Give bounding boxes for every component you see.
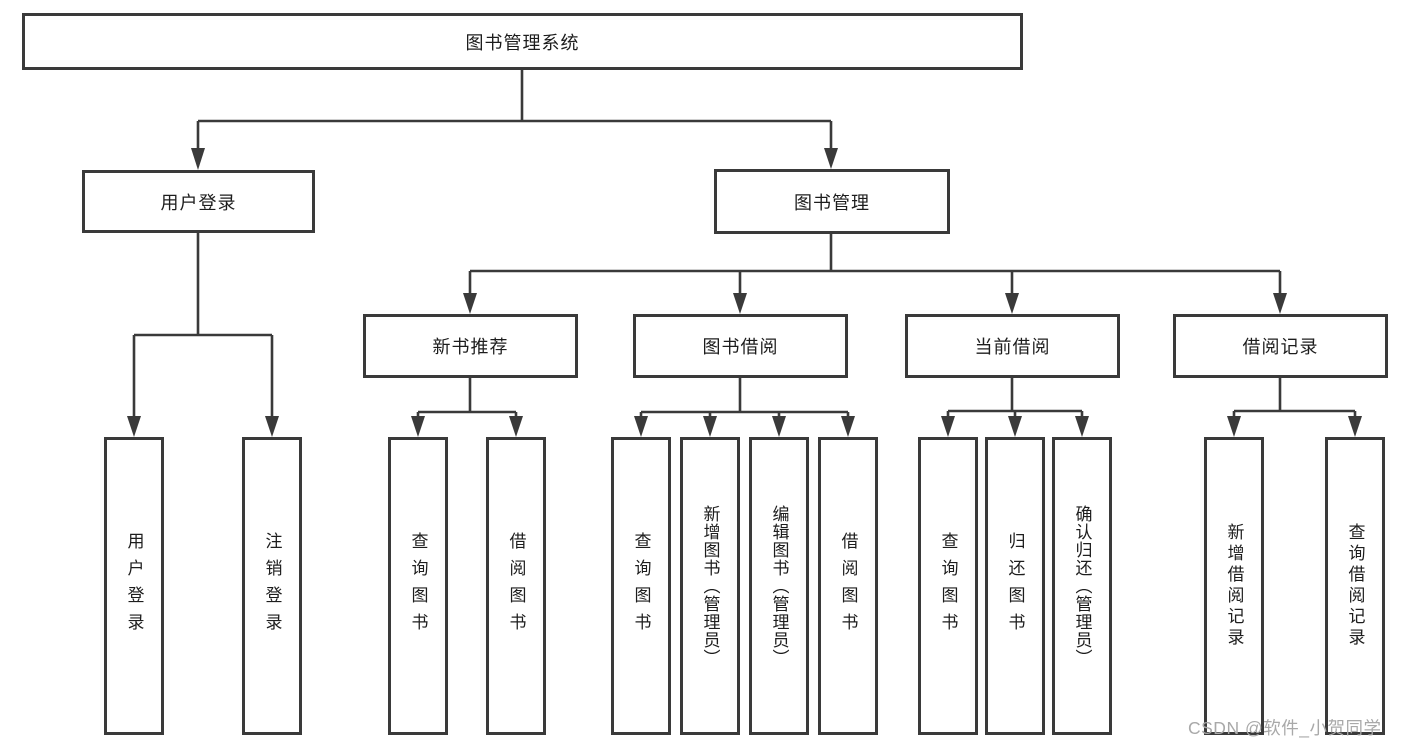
leaf-return-book: 归还图书 [985,437,1045,735]
node-current-borrowing: 当前借阅 [905,314,1120,378]
leaf-edit-book-admin: 编辑图书（管理员） [749,437,809,735]
node-label: 借阅记录 [1242,337,1319,357]
node-label: 注销登录 [262,532,282,640]
node-book-borrowing: 图书借阅 [633,314,848,378]
node-new-book-recommendation: 新书推荐 [363,314,578,378]
node-label: 归还图书 [1005,532,1025,640]
leaf-user-login: 用户登录 [104,437,164,735]
node-root-library-management-system: 图书管理系统 [22,13,1023,70]
node-label: 查询图书 [938,532,958,640]
leaf-query-borrow-record: 查询借阅记录 [1325,437,1385,735]
node-label: 新增借阅记录 [1224,523,1244,649]
node-label: 编辑图书（管理员） [769,505,789,667]
leaf-borrow-book-borrowing: 借阅图书 [818,437,878,735]
leaf-confirm-return-admin: 确认归还（管理员） [1052,437,1112,735]
node-label: 查询图书 [408,532,428,640]
leaf-add-book-admin: 新增图书（管理员） [680,437,740,735]
node-label: 查询图书 [631,532,651,640]
node-label: 图书管理系统 [465,32,580,53]
node-label: 借阅图书 [506,532,526,640]
node-label: 借阅图书 [838,532,858,640]
node-user-login: 用户登录 [82,170,315,233]
node-label: 用户登录 [160,192,237,213]
node-label: 当前借阅 [974,337,1051,357]
node-label: 查询借阅记录 [1345,523,1365,649]
node-label: 确认归还（管理员） [1072,505,1092,667]
node-label: 图书管理 [794,192,870,213]
node-book-management: 图书管理 [714,169,950,234]
arrowheads [127,148,1362,437]
leaf-query-book-borrowing: 查询图书 [611,437,671,735]
node-borrowing-records: 借阅记录 [1173,314,1388,378]
node-label: 新书推荐 [432,337,509,357]
leaf-query-book-recommendation: 查询图书 [388,437,448,735]
leaf-query-book-current: 查询图书 [918,437,978,735]
node-label: 图书借阅 [702,337,779,357]
leaf-borrow-book-recommendation: 借阅图书 [486,437,546,735]
node-label: 用户登录 [124,532,144,640]
csdn-watermark: CSDN @软件_小贺同学 [1188,718,1382,738]
leaf-logout: 注销登录 [242,437,302,735]
node-label: 新增图书（管理员） [700,505,720,667]
leaf-add-borrow-record: 新增借阅记录 [1204,437,1264,735]
